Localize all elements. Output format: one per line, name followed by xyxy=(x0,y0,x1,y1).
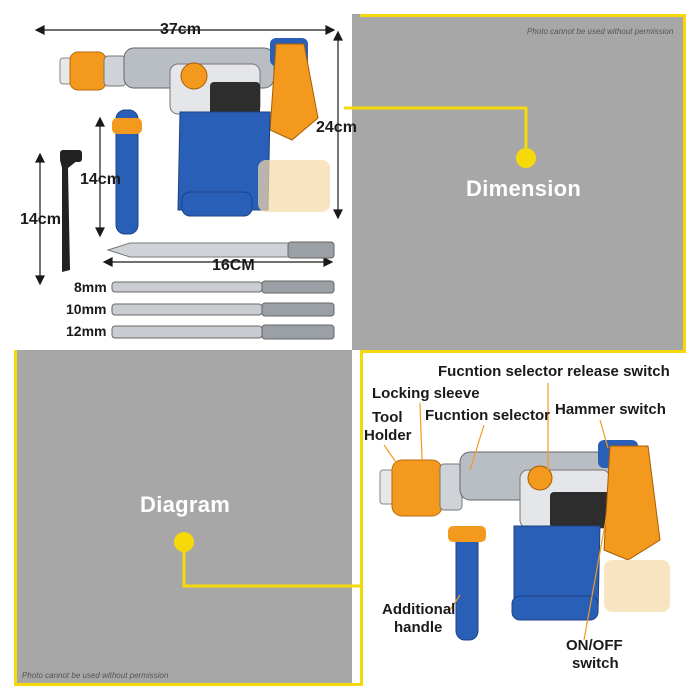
frame-mid-vertical-line xyxy=(360,350,363,686)
hammer-drill-top xyxy=(59,38,330,235)
callout-on-off-line2: switch xyxy=(572,655,619,672)
diagram-leader xyxy=(182,548,360,588)
spanner-height-label: 14cm xyxy=(20,211,61,228)
callout-function-selector: Fucntion selector xyxy=(425,407,551,424)
callout-function-selector-release: Fucntion selector release switch xyxy=(438,363,670,380)
frame-bottom-line xyxy=(14,683,362,686)
chisel-length-label: 16CM xyxy=(212,257,255,274)
callout-additional-handle-line1: Additional xyxy=(382,601,456,618)
callout-lines xyxy=(383,383,609,641)
dimension-heading-panel xyxy=(352,14,686,350)
dimension-heading: Dimension xyxy=(466,176,582,201)
spanner-wrench xyxy=(60,150,82,272)
diagram-heading-panel xyxy=(14,350,362,686)
bit-small-label: 8mm xyxy=(74,279,107,295)
diagram-leader-dot xyxy=(174,532,194,552)
frame-right-line xyxy=(683,14,686,350)
hammer-drill-diagram xyxy=(379,440,670,641)
callout-locking-sleeve: Locking sleeve xyxy=(372,385,480,402)
drill-bits xyxy=(111,280,335,340)
copyright-notice-bottom: Photo cannot be used without permission xyxy=(22,671,169,680)
height-label: 24cm xyxy=(316,119,357,136)
bit-medium-label: 10mm xyxy=(66,301,107,317)
callout-tool-holder-line1: Tool xyxy=(372,409,403,426)
chisel-bit xyxy=(106,241,335,259)
callout-on-off-line1: ON/OFF xyxy=(566,637,623,654)
frame-left-line xyxy=(14,350,17,686)
dimension-arrows xyxy=(34,25,343,286)
dimension-leader xyxy=(344,106,528,152)
callout-tool-holder-line2: Holder xyxy=(364,427,412,444)
frame-top-line xyxy=(360,14,686,17)
handle-height-label: 14cm xyxy=(80,171,121,188)
dimension-leader-dot xyxy=(516,148,536,168)
callout-additional-handle-line2: handle xyxy=(394,619,443,636)
bit-large-label: 12mm xyxy=(66,323,107,339)
callout-hammer-switch: Hammer switch xyxy=(555,401,666,418)
diagram-heading: Diagram xyxy=(140,492,231,517)
length-label: 37cm xyxy=(160,21,201,38)
frame-mid-right-line xyxy=(360,350,686,353)
copyright-notice-top: Photo cannot be used without permission xyxy=(527,27,674,36)
